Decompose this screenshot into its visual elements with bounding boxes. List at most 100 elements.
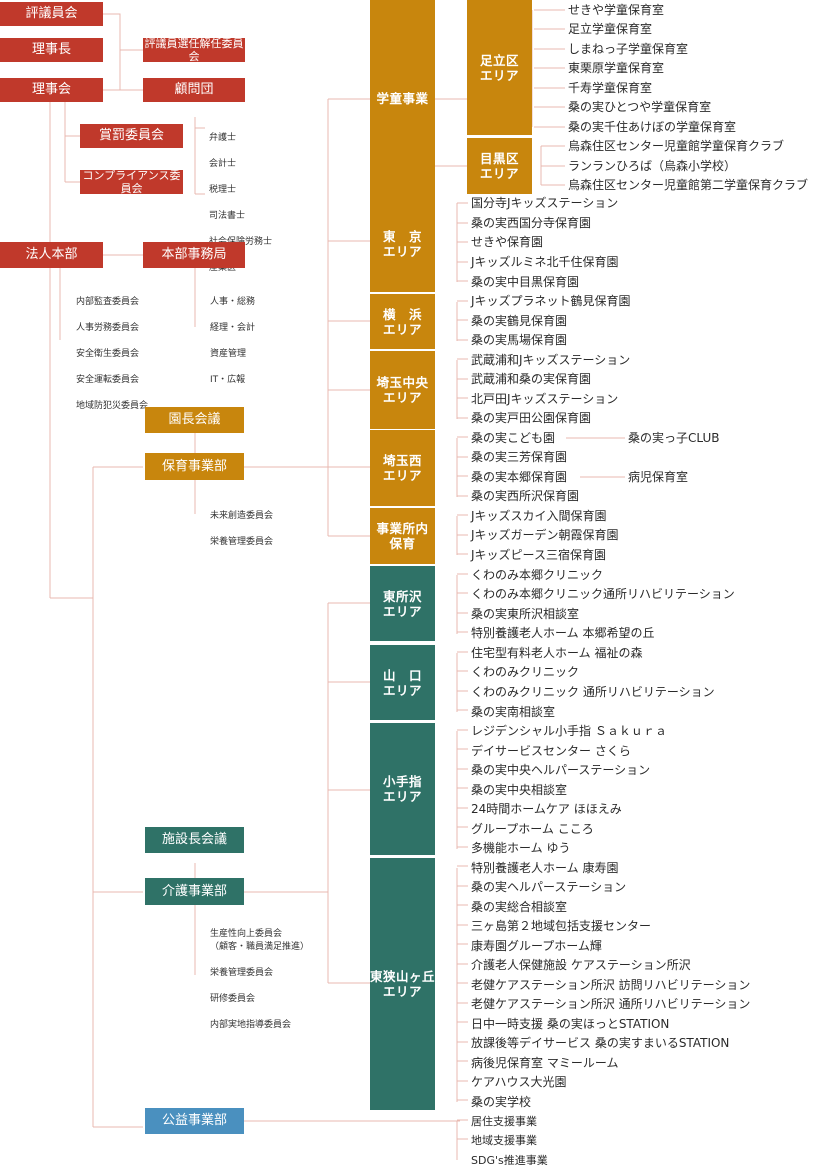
hoiku-jigyobu-box: 保育事業部 <box>145 453 244 480</box>
encho-kaigi-box: 園長会議 <box>145 407 244 433</box>
kaigo-committee-list: 生産性向上委員会 （顧客・職員満足推進） 栄養管理委員会 研修委員会 内部実地指… <box>210 915 309 1045</box>
committee-item: 安全運転委員会 <box>76 375 140 385</box>
rijicho-box: 理事長 <box>0 38 103 62</box>
committee-item: 地域防犯災委員会 <box>76 401 149 411</box>
gakudo-area-box: 学童事業 <box>370 0 435 196</box>
advisor-item: 税理士 <box>209 185 237 195</box>
komondan-box: 顧問団 <box>143 78 245 102</box>
senin-kaijin-committee-box: 評議員選任解任委員会 <box>143 36 245 63</box>
yokohama-area-box: 横 浜 エリア <box>370 294 435 349</box>
committee-item: 内部実地指導委員会 <box>210 1020 292 1030</box>
hyogiinkai-box: 評議員会 <box>0 2 103 26</box>
facility-item: 桑の実こども園 <box>471 431 556 445</box>
facility-item: 日中一時支援 桑の実ほっとSTATION <box>471 1017 670 1031</box>
facility-item: せきや学童保育室 <box>568 3 665 17</box>
facility-item: 桑の実西国分寺保育園 <box>471 216 592 230</box>
tokyo-area-box: 東 京 エリア <box>370 196 435 292</box>
facility-item: 桑の実中央相談室 <box>471 783 568 797</box>
facility-item: Jキッズピース三宿保育園 <box>471 548 606 562</box>
facility-item: しまねっ子学童保育室 <box>568 42 689 56</box>
facility-item: 24時間ホームケア ほほえみ <box>471 802 622 816</box>
sub-facility-item: 病児保育室 <box>628 470 689 484</box>
advisor-item: 会計士 <box>209 159 237 169</box>
function-item: 人事・総務 <box>210 297 256 307</box>
koeki-item: 居住支援事業 <box>471 1115 537 1128</box>
yamaguchi-area-box: 山 口 エリア <box>370 645 435 720</box>
facility-item: 烏森住区センター児童館学童保育クラブ <box>568 139 785 153</box>
saitama-nishi-area-box: 埼玉西 エリア <box>370 430 435 506</box>
advisor-item: 産業医 <box>209 263 237 273</box>
facility-item: 桑の実ヘルパーステーション <box>471 880 627 894</box>
hojin-honbu-box: 法人本部 <box>0 242 103 268</box>
honbu-committee-list: 内部監査委員会 人事労務委員会 安全衛生委員会 安全運転委員会 地域防犯災委員会 <box>76 283 148 426</box>
kaigo-jigyobu-box: 介護事業部 <box>145 878 244 905</box>
facility-item: Jキッズスカイ入間保育園 <box>471 509 607 523</box>
facility-item: 足立学童保育室 <box>568 22 653 36</box>
higashi-tokorozawa-area-box: 東所沢 エリア <box>370 566 435 641</box>
facility-item: くわのみ本郷クリニック通所リハビリテーション <box>471 587 735 601</box>
higashi-sayamagaoka-area-box: 東狭山ヶ丘 エリア <box>370 858 435 1110</box>
facility-item: 国分寺Jキッズステーション <box>471 196 619 210</box>
committee-item: 未来創造委員会 <box>210 511 274 521</box>
honbu-jimukyoku-box: 本部事務局 <box>143 242 245 268</box>
saitama-chuo-area-box: 埼玉中央 エリア <box>370 351 435 429</box>
sub-facility-item: 桑の実っ子CLUB <box>628 431 720 445</box>
facility-item: 東栗原学童保育室 <box>568 61 665 75</box>
facility-item: 烏森住区センター児童館第二学童保育クラブ <box>568 178 809 192</box>
facility-item: Jキッズプラネット鶴見保育園 <box>471 294 631 308</box>
facility-item: くわのみ本郷クリニック <box>471 568 604 582</box>
facility-item: 老健ケアステーション所沢 通所リハビリテーション <box>471 997 751 1011</box>
rijikai-box: 理事会 <box>0 78 103 102</box>
koteshi-area-box: 小手指 エリア <box>370 723 435 855</box>
facility-item: 千寿学童保育室 <box>568 81 653 95</box>
function-item: IT・広報 <box>210 375 246 385</box>
facility-item: 特別養護老人ホーム 康寿園 <box>471 861 619 875</box>
facility-item: ケアハウス大光園 <box>471 1075 567 1089</box>
facility-item: 桑の実南相談室 <box>471 705 556 719</box>
advisor-item: 弁護士 <box>209 133 237 143</box>
facility-item: 武蔵浦和桑の実保育園 <box>471 372 592 386</box>
facility-item: レジデンシャル小手指 Ｓａｋｕｒａ <box>471 724 667 738</box>
facility-item: 多機能ホーム ゆう <box>471 841 571 855</box>
facility-item: 桑の実東所沢相談室 <box>471 607 580 621</box>
facility-item: 桑の実三芳保育園 <box>471 450 568 464</box>
committee-item: 研修委員会 <box>210 994 256 1004</box>
function-item: 経理・会計 <box>210 323 256 333</box>
facility-item: Jキッズルミネ北千住保育園 <box>471 255 619 269</box>
committee-item: 生産性向上委員会 （顧客・職員満足推進） <box>210 929 310 952</box>
function-item: 資産管理 <box>210 349 247 359</box>
koeki-item: 地域支援事業 <box>471 1134 537 1147</box>
facility-item: 病後児保育室 マミールーム <box>471 1056 619 1070</box>
facility-item: くわのみクリニック <box>471 665 580 679</box>
facility-item: 住宅型有料老人ホーム 福祉の森 <box>471 646 643 660</box>
facility-item: くわのみクリニック 通所リハビリテーション <box>471 685 715 699</box>
facility-item: グループホーム こころ <box>471 822 594 836</box>
facility-item: 特別養護老人ホーム 本郷希望の丘 <box>471 626 655 640</box>
hoiku-committee-list: 未来創造委員会 栄養管理委員会 <box>210 497 273 562</box>
facility-item: 桑の実千住あけぼの学童保育室 <box>568 120 737 134</box>
facility-item: 桑の実鶴見保育園 <box>471 314 568 328</box>
compliance-committee-box: コンプライアンス委員会 <box>80 169 183 195</box>
honbu-function-list: 人事・総務 経理・会計 資産管理 IT・広報 <box>210 283 255 400</box>
facility-item: せきや保育園 <box>471 235 544 249</box>
committee-item: 人事労務委員会 <box>76 323 140 333</box>
facility-item: 桑の実本郷保育園 <box>471 470 568 484</box>
facility-item: 康寿園グループホーム輝 <box>471 939 602 953</box>
facility-item: 桑の実学校 <box>471 1095 532 1109</box>
committee-item: 栄養管理委員会 <box>210 968 274 978</box>
koeki-jigyobu-box: 公益事業部 <box>145 1108 244 1134</box>
facility-item: 北戸田Jキッズステーション <box>471 392 619 406</box>
committee-item: 内部監査委員会 <box>76 297 140 307</box>
shisetsucho-kaigi-box: 施設長会議 <box>145 827 244 853</box>
advisor-item: 司法書士 <box>209 211 246 221</box>
meguro-area-box: 目黒区 エリア <box>467 138 532 194</box>
facility-item: 桑の実総合相談室 <box>471 900 568 914</box>
facility-item: 桑の実西所沢保育園 <box>471 489 580 503</box>
facility-item: 武蔵浦和Jキッズステーション <box>471 353 631 367</box>
facility-item: 桑の実ひとつや学童保育室 <box>568 100 712 114</box>
koeki-item: SDG's推進事業 <box>471 1154 548 1165</box>
adachi-area-box: 足立区 エリア <box>467 0 532 135</box>
facility-item: 桑の実馬場保育園 <box>471 333 568 347</box>
